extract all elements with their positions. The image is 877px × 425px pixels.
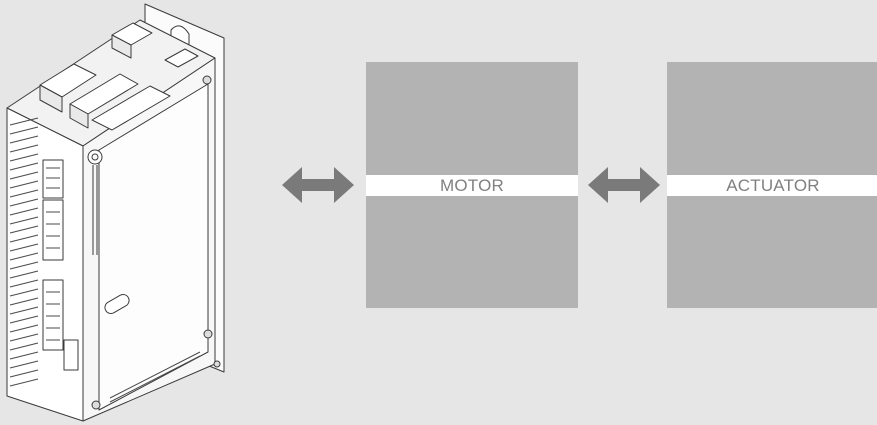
motor-label-band: MOTOR xyxy=(366,175,578,196)
motor-block: MOTOR xyxy=(366,62,578,308)
actuator-label: ACTUATOR xyxy=(726,175,820,195)
servo-drive-device-icon xyxy=(6,3,225,422)
bidirectional-arrow-icon xyxy=(282,167,354,203)
motor-label: MOTOR xyxy=(440,175,504,195)
bidirectional-arrow-icon xyxy=(588,167,660,203)
actuator-block: ACTUATOR xyxy=(667,62,877,308)
actuator-label-band: ACTUATOR xyxy=(667,175,877,196)
